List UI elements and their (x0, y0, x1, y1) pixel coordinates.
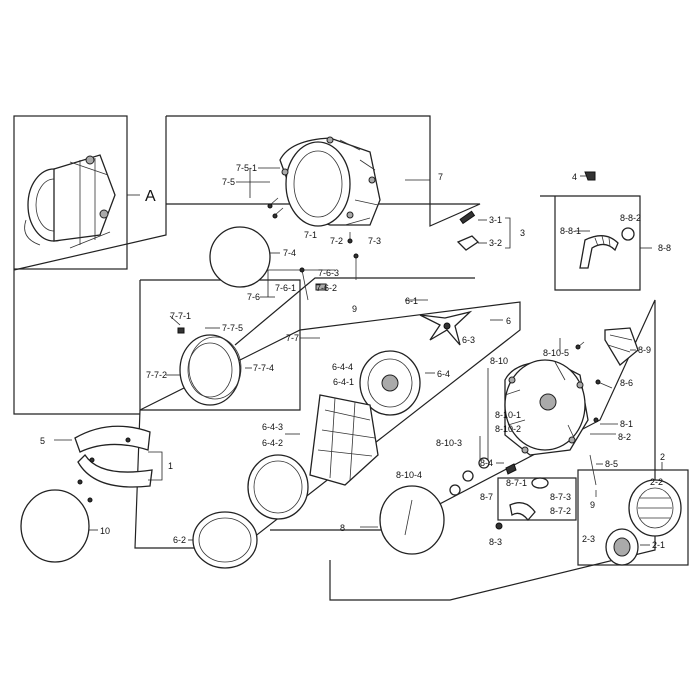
callout-6-2: 6-2 (173, 535, 186, 545)
callout-6-4-4: 6-4-4 (332, 362, 353, 372)
drum-front-ring-part (247, 454, 309, 520)
front-tub-part (267, 136, 381, 280)
gasket-ring-part: 10 (20, 489, 110, 563)
tub-front-frame-left (13, 116, 167, 415)
seal-rings-part (449, 457, 490, 496)
callout-2-2: 2-2 (650, 477, 663, 487)
callout-7-5: 7-5 (222, 177, 235, 187)
callout-8-7-3: 8-7-3 (550, 492, 571, 502)
callout-3-2: 3-2 (489, 238, 502, 248)
callout-8-7: 8-7 (480, 492, 493, 502)
callout-8-10-2: 8-10-2 (495, 424, 521, 434)
bracket-part: 3-1 3-2 3 (456, 210, 525, 251)
door-glass-part: 7-4 (209, 226, 296, 288)
callout-8-1: 8-1 (620, 419, 633, 429)
rear-tub-callouts: 8-10-5 8-10 8-10-1 8-10-2 8-10-3 8-10-4 (396, 338, 585, 480)
callout-7-1: 7-1 (304, 230, 317, 240)
callout-6-1: 6-1 (405, 296, 418, 306)
callout-2: 2 (660, 452, 665, 462)
callout-A: A (145, 188, 156, 205)
spider-part: 6-1 6-3 6 (405, 296, 511, 346)
callout-8-8-2: 8-8-2 (620, 213, 641, 223)
callout-6-4: 6-4 (437, 369, 450, 379)
callout-8-3: 8-3 (489, 537, 502, 547)
balancer-ring-part: 6-2 (173, 511, 258, 569)
callout-7-7: 7-7 (286, 333, 299, 343)
drain-part: 8-4 8-7 8-7-1 8-7-3 8-7-2 8-3 (480, 458, 577, 547)
callout-8-7-1: 8-7-1 (506, 478, 527, 488)
callout-6-4-3: 6-4-3 (262, 422, 283, 432)
hose-part: 8-8-1 8-8-2 8-8 (560, 213, 671, 269)
callout-8-8-1: 8-8-1 (560, 226, 581, 236)
callout-8-5: 8-5 (605, 459, 618, 469)
callout-8-10: 8-10 (490, 356, 508, 366)
callout-6-4-2: 6-4-2 (262, 438, 283, 448)
inner-drum-part: 6-4-3 6-4-2 (262, 394, 379, 486)
overview-box (13, 115, 128, 270)
pulley-box (577, 469, 689, 566)
callout-7-6-2: 7-6-2 (316, 283, 337, 293)
callout-7-6: 7-6 (247, 292, 260, 302)
callout-8-7-2: 8-7-2 (550, 506, 571, 516)
callout-8-10-4: 8-10-4 (396, 470, 422, 480)
callout-10: 10 (100, 526, 110, 536)
callout-2-1: 2-1 (652, 540, 665, 550)
callout-3: 3 (520, 228, 525, 238)
callout-6-3: 6-3 (462, 335, 475, 345)
callout-7-5-1: 7-5-1 (236, 163, 257, 173)
callout-8-6: 8-6 (620, 378, 633, 388)
callout-6-4-1: 6-4-1 (333, 377, 354, 387)
callout-5: 5 (40, 436, 45, 446)
callout-7-6-3: 7-6-3 (318, 268, 339, 278)
callout-8-2: 8-2 (618, 432, 631, 442)
callout-7-7-5: 7-7-5 (222, 323, 243, 333)
callout-9-right: 9 (590, 500, 595, 510)
callout-2-3: 2-3 (582, 534, 595, 544)
callout-8-10-3: 8-10-3 (436, 438, 462, 448)
callout-4: 4 (572, 172, 577, 182)
door-seal-part: 7-7-1 7-7-5 7-7-4 7-7-2 7-7 (146, 311, 320, 406)
callout-7-7-2: 7-7-2 (146, 370, 167, 380)
callout-7-4: 7-4 (283, 248, 296, 258)
hook-part-4: 4 (572, 171, 596, 182)
callout-1: 1 (168, 461, 173, 471)
callout-7-7-4: 7-7-4 (253, 363, 274, 373)
clamp-band-part: 5 1 (40, 425, 173, 503)
callout-7-3: 7-3 (368, 236, 381, 246)
rear-tub-part (504, 359, 589, 456)
callout-7-7-1: 7-7-1 (170, 311, 191, 321)
hose-box (540, 195, 641, 291)
callout-8-8: 8-8 (658, 243, 671, 253)
callout-8-9: 8-9 (638, 345, 651, 355)
callout-8-10-5: 8-10-5 (543, 348, 569, 358)
callout-7-6-1: 7-6-1 (275, 283, 296, 293)
rear-drum-plate-part: 6-4 6-4-4 6-4-1 (332, 350, 450, 416)
callout-7-2: 7-2 (330, 236, 343, 246)
callout-8-10-1: 8-10-1 (495, 410, 521, 420)
drum-frame-upper (234, 277, 475, 346)
overview-tub-assembly: A (24, 154, 156, 249)
callout-9-top: 9 (352, 304, 357, 314)
rear-tub-hardware: 8-9 8-6 8-1 8-2 8-5 9 (589, 327, 651, 510)
callout-7: 7 (438, 172, 443, 182)
rear-gasket-part: 8 (340, 485, 445, 555)
callout-8: 8 (340, 523, 345, 533)
front-tub-callouts: 7-5-1 7-5 7-1 7-2 7-3 7 9 (222, 163, 443, 314)
pulley-part: 2 2-2 2-3 2-1 (582, 452, 682, 566)
fastener-kit-7-6: 7-6-3 7-6-1 7-6-2 7-6 (247, 267, 339, 302)
callout-3-1: 3-1 (489, 215, 502, 225)
callout-6: 6 (506, 316, 511, 326)
callout-8-4: 8-4 (480, 458, 493, 468)
drum-frame (134, 301, 521, 549)
